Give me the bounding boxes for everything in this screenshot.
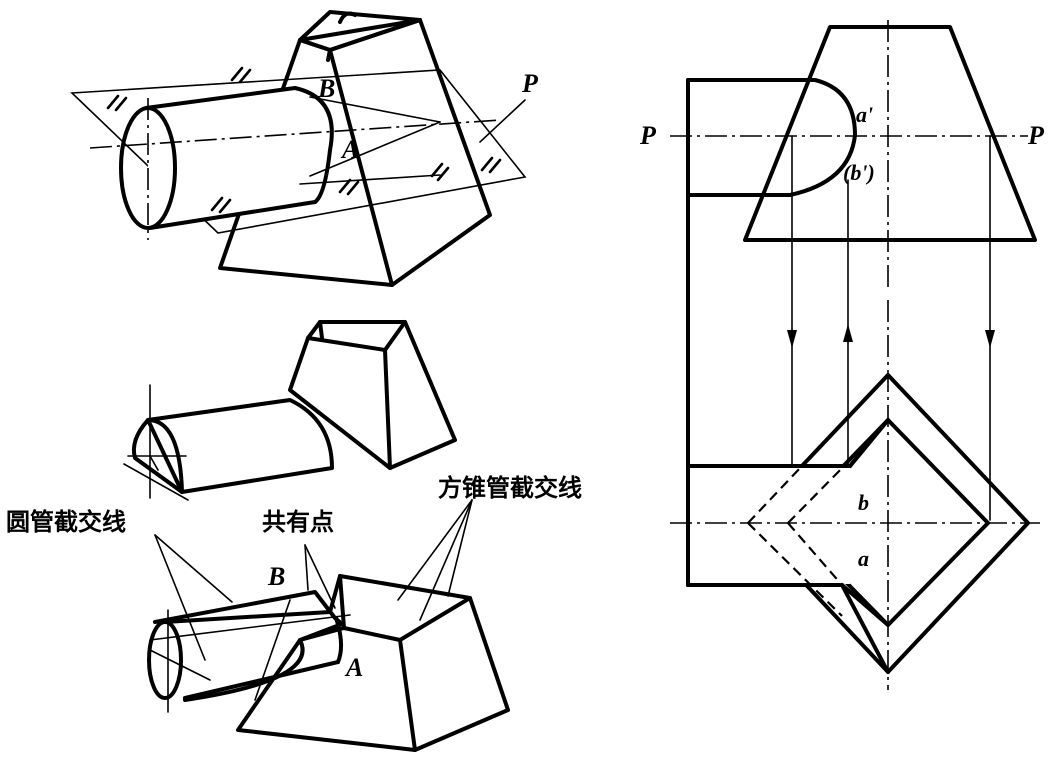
pictorial-with-plane: B A P	[70, 10, 539, 287]
label-a-prime: a'	[856, 102, 873, 127]
label-a-top: A	[340, 135, 359, 164]
label-a-top-view: a	[858, 546, 869, 571]
plane-hatch-marks	[106, 66, 502, 214]
projection-lines	[787, 135, 995, 521]
label-p-top: P	[521, 69, 539, 98]
square-cone-top	[218, 10, 492, 287]
label-b-top: B	[317, 74, 335, 103]
round-pipe-top	[119, 86, 334, 230]
label-p-left: P	[639, 121, 657, 150]
annotation-round-pipe-line: 圆管截交线	[6, 508, 126, 536]
label-p-right: P	[1027, 121, 1045, 150]
label-b-bottom: B	[267, 562, 285, 591]
pictorial-cut-result: B A	[147, 499, 510, 752]
top-view: b a	[670, 300, 1040, 690]
label-a-bottom: A	[344, 653, 363, 682]
annotation-common-point: 共有点	[262, 508, 334, 536]
pictorial-half-section	[123, 320, 457, 501]
annotation-square-cone-line: 方锥管截交线	[438, 474, 582, 502]
front-view: P P a' (b')	[639, 20, 1045, 290]
label-b-top-view: b	[858, 490, 869, 515]
